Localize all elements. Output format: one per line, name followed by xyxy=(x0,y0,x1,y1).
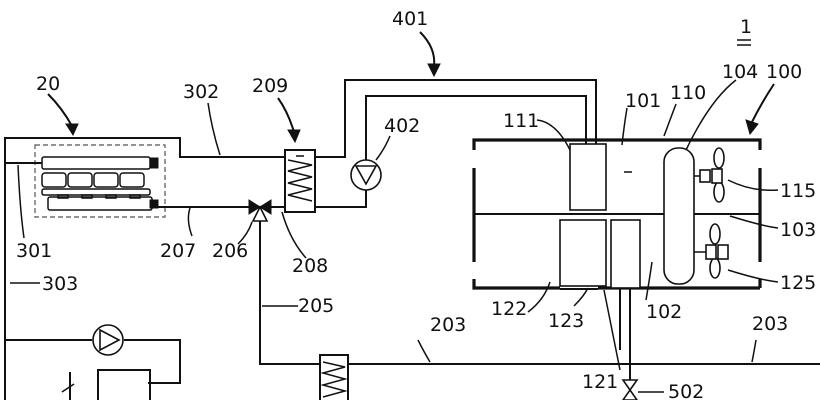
label-203-right: 203 xyxy=(752,313,788,335)
refrigerant-loop xyxy=(315,79,597,208)
label-115: 115 xyxy=(780,180,816,202)
label-208: 208 xyxy=(292,255,328,277)
fan-icon xyxy=(694,223,729,279)
label-303: 303 xyxy=(42,273,78,295)
label-301: 301 xyxy=(16,240,52,262)
fan-icon xyxy=(694,147,725,203)
label-207: 207 xyxy=(160,240,196,262)
label-102: 102 xyxy=(646,301,682,323)
coolant-piping xyxy=(4,137,820,400)
evaporator xyxy=(569,143,607,211)
label-110: 110 xyxy=(670,82,706,104)
label-1: 1 xyxy=(740,16,752,38)
compressor-pump-icon xyxy=(350,159,382,191)
label-123: 123 xyxy=(548,310,584,332)
label-302: 302 xyxy=(183,81,219,103)
reference-labels: 1 20 302 209 401 402 111 101 110 104 100… xyxy=(16,8,816,400)
heat-exchanger-icon xyxy=(284,149,316,213)
label-122: 122 xyxy=(491,298,527,320)
label-101: 101 xyxy=(625,90,661,112)
leader-lines xyxy=(10,31,779,393)
tank-icon xyxy=(61,369,151,400)
label-104: 104 xyxy=(722,61,758,83)
label-103: 103 xyxy=(780,219,816,241)
label-209: 209 xyxy=(252,75,288,97)
battery-module xyxy=(34,144,166,218)
heater-core xyxy=(559,219,607,287)
pump-icon xyxy=(92,324,124,356)
heat-exchanger-bottom-icon xyxy=(319,354,349,400)
label-402: 402 xyxy=(384,115,420,137)
label-502: 502 xyxy=(668,381,704,400)
label-206: 206 xyxy=(212,240,248,262)
label-203-left: 203 xyxy=(430,314,466,336)
label-401: 401 xyxy=(392,8,428,30)
door-plate xyxy=(663,147,695,285)
label-125: 125 xyxy=(780,272,816,294)
label-100: 100 xyxy=(766,61,802,83)
label-20: 20 xyxy=(36,73,60,95)
label-111: 111 xyxy=(503,110,539,132)
label-121: 121 xyxy=(582,371,618,393)
label-205: 205 xyxy=(298,295,334,317)
drain-valve-icon xyxy=(619,288,639,400)
heater-unit xyxy=(610,219,641,289)
three-way-valve-icon xyxy=(248,199,272,222)
